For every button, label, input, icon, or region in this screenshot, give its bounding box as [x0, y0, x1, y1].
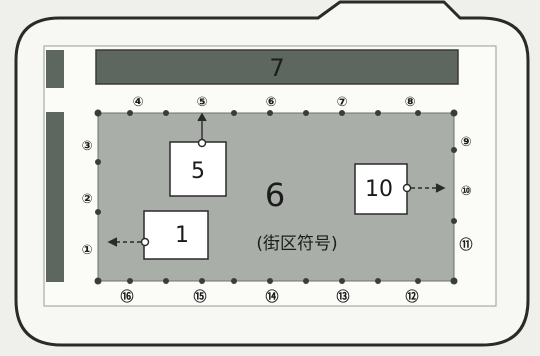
marker-1: ①: [81, 243, 92, 258]
box-5-label: 5: [191, 159, 205, 184]
marker-4: ④: [132, 95, 143, 110]
arrow-box-1-left: [107, 237, 150, 247]
box-10-label: 10: [365, 177, 393, 202]
marker-15: ⑮: [193, 289, 206, 305]
marker-6: ⑥: [265, 95, 276, 110]
left-strip-top: [46, 50, 64, 88]
marker-16: ⑯: [120, 289, 133, 305]
block-7-label: 7: [269, 54, 284, 82]
marker-labels: ① ② ③ ④ ⑤ ⑥ ⑦ ⑧ ⑨ ⑩ ⑪ ⑫ ⑬ ⑭ ⑮ ⑯: [81, 95, 472, 305]
marker-14: ⑭: [265, 289, 278, 305]
marker-5: ⑤: [196, 95, 207, 110]
marker-11: ⑪: [459, 237, 472, 253]
perimeter-dots: [94, 109, 458, 285]
marker-13: ⑬: [336, 289, 349, 305]
box-10: [354, 163, 408, 215]
marker-2: ②: [81, 192, 92, 207]
marker-10: ⑩: [460, 184, 471, 199]
box-1-label: 1: [175, 223, 189, 248]
block-6-caption: (街区符号): [256, 234, 337, 254]
arrow-box-10-right: [402, 183, 446, 193]
block-7-strip: [95, 49, 459, 85]
marker-12: ⑫: [405, 289, 418, 305]
marker-9: ⑨: [460, 135, 471, 150]
marker-8: ⑧: [404, 95, 415, 110]
left-strip-bottom: [46, 112, 64, 282]
box-1: [143, 210, 209, 260]
marker-3: ③: [81, 139, 92, 154]
marker-7: ⑦: [336, 95, 347, 110]
arrow-box-5-up: [197, 112, 207, 148]
block-6-number: 6: [265, 176, 285, 214]
